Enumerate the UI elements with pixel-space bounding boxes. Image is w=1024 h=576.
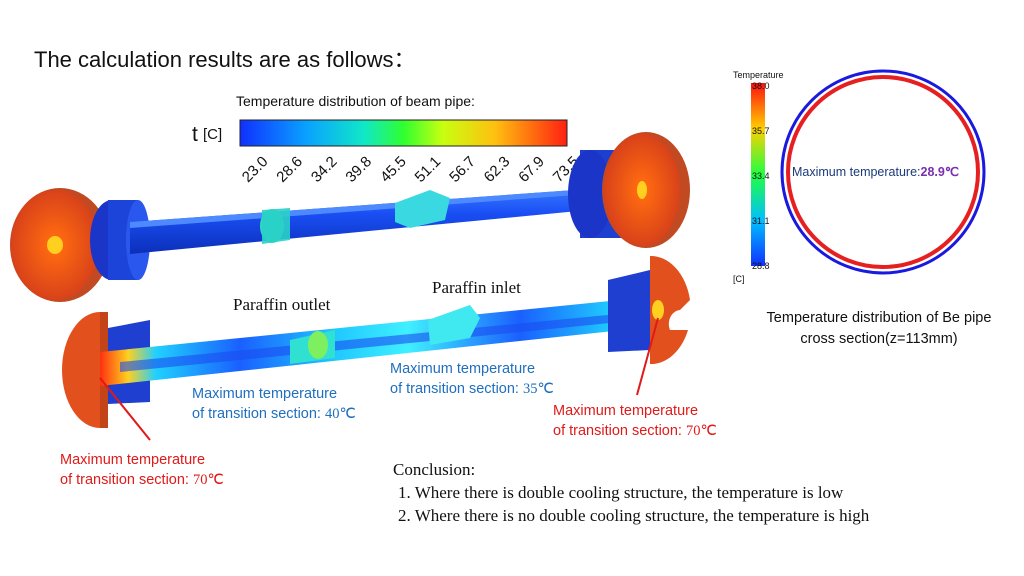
annotation-value: 70℃ (193, 472, 224, 488)
cs-legend-unit: [C] (733, 274, 745, 284)
legend-tick-label: 39.8 (342, 153, 375, 186)
legend-tick-label: 67.9 (515, 153, 548, 186)
cs-tick-3: 31.1 (752, 216, 770, 226)
middle-annotation: Maximum temperature of transition sectio… (390, 359, 554, 399)
cs-tick-2: 33.4 (752, 171, 770, 181)
legend-t-label: t (192, 123, 198, 146)
conclusion-heading: Conclusion: (393, 460, 476, 479)
conclusion-block: Conclusion: 1. Where there is double coo… (393, 458, 869, 527)
conclusion-item-2: 2. Where there is no double cooling stru… (398, 506, 870, 525)
upper-pipe (130, 186, 630, 254)
max-temp-text: Maximum temperature: (792, 165, 921, 179)
annotation-value: 40℃ (325, 406, 356, 422)
left-red-annotation: Maximum temperature of transition sectio… (60, 450, 224, 490)
lower-transition-2 (428, 305, 480, 345)
annotation-line2: of transition section: (553, 423, 686, 439)
color-legend-bar (239, 119, 568, 147)
left-red-arrow (99, 377, 151, 441)
paraffin-outlet-label: Paraffin outlet (233, 295, 331, 314)
caption-line2: cross section(z=113mm) (800, 331, 958, 347)
outer-ring (780, 69, 986, 275)
paraffin-inlet-label: Paraffin inlet (432, 278, 521, 297)
lower-left-flange (62, 312, 100, 428)
annotation-value: 35℃ (523, 381, 554, 397)
legend-tick-label: 34.2 (308, 153, 341, 186)
legend-tick-label: 23.0 (239, 153, 272, 186)
annotation-line2: of transition section: (390, 381, 523, 397)
cs-tick-1: 35.7 (752, 126, 770, 136)
legend-unit: [C] (203, 126, 222, 143)
caption-line1: Temperature distribution of Be pipe (766, 310, 992, 326)
annotation-line2: of transition section: (192, 406, 325, 422)
right-red-arrow (636, 317, 659, 396)
cs-tick-0: 38.0 (752, 81, 770, 91)
annotation-value: 70℃ (686, 423, 717, 439)
legend-tick-label: 45.5 (377, 153, 410, 186)
annotation-line2: of transition section: (60, 472, 193, 488)
inner-ring (786, 75, 980, 269)
left-blue-annotation: Maximum temperature of transition sectio… (192, 384, 356, 424)
beam-pipe-caption: Temperature distribution of beam pipe: (236, 93, 475, 109)
cross-section-caption: Temperature distribution of Be pipe cros… (740, 308, 1018, 350)
right-red-annotation: Maximum temperature of transition sectio… (553, 401, 717, 441)
legend-tick-label: 56.7 (446, 153, 479, 186)
conclusion-item-1: 1. Where there is double cooling structu… (398, 483, 844, 502)
legend-tick-label: 62.3 (481, 153, 514, 186)
lower-right-flange (650, 255, 690, 365)
legend-tick-label: 51.1 (412, 153, 445, 186)
cs-tick-4: 28.8 (752, 261, 770, 271)
annotation-line1: Maximum temperature (192, 386, 338, 402)
page-title: The calculation results are as follows： (34, 47, 416, 72)
annotation-line1: Maximum temperature (390, 361, 536, 377)
cross-section-legend-bar (751, 83, 765, 266)
legend-tick-label: 28.6 (273, 153, 306, 186)
annotation-line1: Maximum temperature (60, 452, 206, 468)
cross-section-max-label: Maximum temperature:28.9℃ (792, 164, 959, 179)
upper-transition-2 (395, 190, 450, 228)
max-temp-value: 28.9℃ (920, 165, 959, 179)
annotation-line1: Maximum temperature (553, 403, 699, 419)
cross-section-legend-title: Temperature (733, 70, 784, 80)
